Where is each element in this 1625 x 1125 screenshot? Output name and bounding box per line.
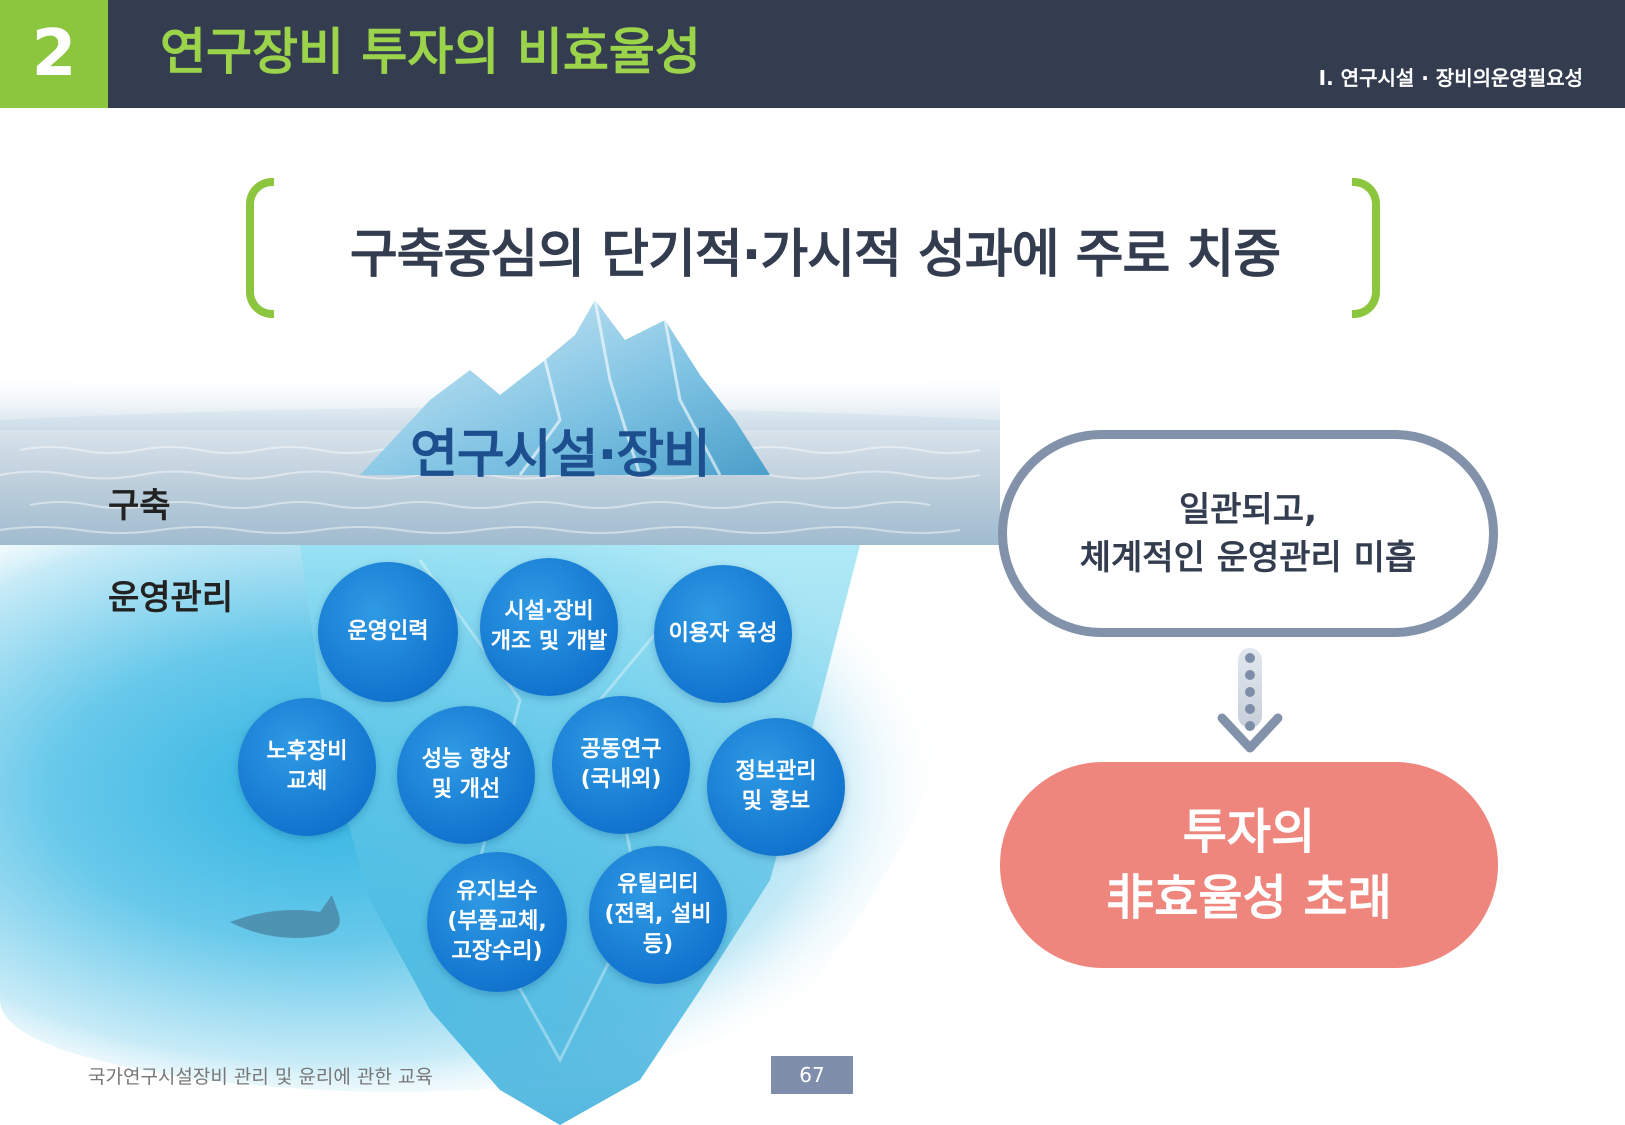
circle-maintenance: 유지보수 (부품교체, 고장수리) <box>427 852 567 992</box>
header-bar: 2 연구장비 투자의 비효율성 I. 연구시설 · 장비의운영필요성 <box>0 0 1625 108</box>
circle-operating-staff: 운영인력 <box>318 562 458 702</box>
circle-performance: 성능 향상 및 개선 <box>397 706 535 844</box>
footer-text: 국가연구시설장비 관리 및 윤리에 관한 교육 <box>88 1066 433 1088</box>
circle-joint-research: 공동연구 (국내외) <box>552 696 690 834</box>
circle-user-training: 이용자 육성 <box>654 565 792 703</box>
label-operation: 운영관리 <box>108 578 234 618</box>
page-number: 67 <box>771 1056 853 1094</box>
right-bracket-icon <box>1352 178 1380 318</box>
section-number: 2 <box>0 0 108 108</box>
iceberg-title: 연구시설·장비 <box>410 425 711 485</box>
circle-modification: 시설·장비 개조 및 개발 <box>480 558 618 696</box>
circle-info-management: 정보관리 및 홍보 <box>707 718 845 856</box>
circle-utilities: 유틸리티 (전력, 설비 등) <box>589 846 727 984</box>
problem-box: 일관되고, 체계적인 운영관리 미흡 <box>998 430 1498 637</box>
down-arrow-icon <box>1217 648 1283 753</box>
headline: 구축중심의 단기적·가시적 성과에 주로 치중 <box>349 225 1281 285</box>
slide-title: 연구장비 투자의 비효율성 <box>160 23 701 81</box>
circle-replacement: 노후장비 교체 <box>238 698 376 836</box>
result-box: 투자의 非효율성 초래 <box>1000 762 1498 968</box>
chapter-label: I. 연구시설 · 장비의운영필요성 <box>1318 66 1583 90</box>
label-construction: 구축 <box>108 486 171 526</box>
left-bracket-icon <box>246 178 274 318</box>
